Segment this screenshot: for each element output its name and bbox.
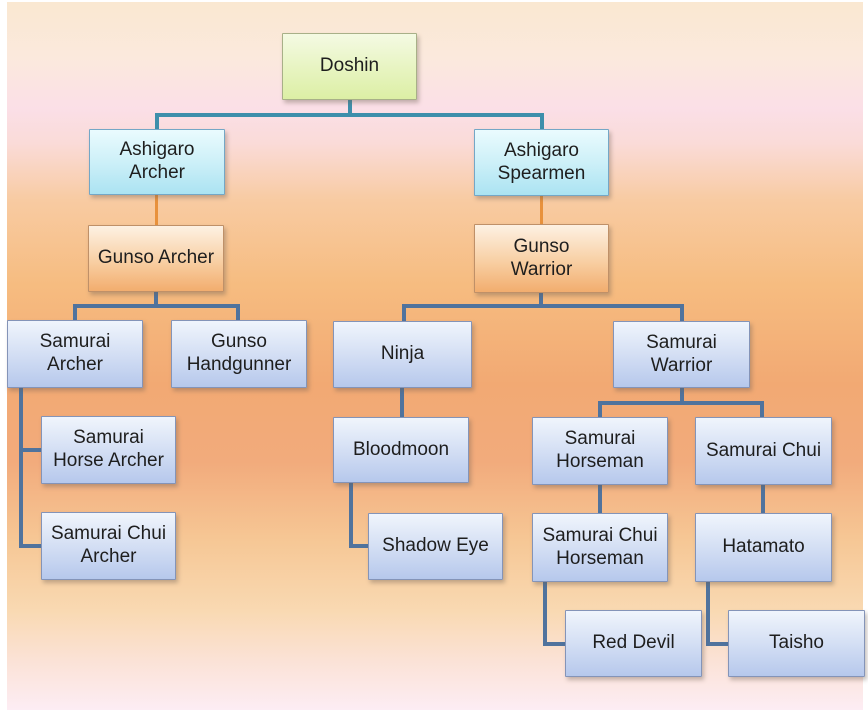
node-gunso-handgunner: Gunso Handgunner: [171, 320, 307, 388]
connector-to-ashigaro-spearmen: [540, 113, 544, 129]
connector-to-ninja: [402, 304, 406, 321]
connector-samurai-warrior-stem: [680, 388, 684, 403]
connector-gunso-warrior-rail: [402, 304, 684, 308]
connector-to-gunso-handgunner: [236, 304, 240, 320]
connector-doshin-rail: [155, 113, 544, 117]
connector-to-samurai-horseman: [598, 401, 602, 417]
connector-hatamato-hang: [706, 582, 710, 646]
connector-to-samurai-warrior: [680, 304, 684, 321]
connector-doshin-stem: [348, 100, 352, 115]
node-samurai-archer: Samurai Archer: [7, 320, 143, 388]
node-shadow-eye: Shadow Eye: [368, 513, 503, 580]
node-samurai-horseman: Samurai Horseman: [532, 417, 668, 485]
node-samurai-chui: Samurai Chui: [695, 417, 832, 485]
connector-to-red-devil: [543, 642, 565, 646]
connector-to-samurai-horse-archer: [19, 448, 41, 452]
connector-chui-hatamato: [761, 485, 765, 513]
node-ninja: Ninja: [333, 321, 472, 388]
node-red-devil: Red Devil: [565, 610, 702, 677]
node-bloodmoon: Bloodmoon: [333, 417, 469, 483]
connector-samurai-warrior-rail: [598, 401, 764, 405]
node-samurai-chui-archer: Samurai Chui Archer: [41, 512, 176, 580]
node-samurai-horse-archer: Samurai Horse Archer: [41, 416, 176, 484]
connector-to-ashigaro-archer: [155, 113, 159, 129]
connector-horseman-chui-horseman: [598, 485, 602, 513]
node-ashigaro-spearmen: Ashigaro Spearmen: [474, 129, 609, 196]
connector-ashigaro-spearmen-gunso-warrior: [540, 196, 543, 224]
connector-to-samurai-chui-archer: [19, 544, 41, 548]
node-samurai-warrior: Samurai Warrior: [613, 321, 750, 388]
connector-gunso-archer-rail: [73, 304, 240, 308]
node-doshin: Doshin: [282, 33, 417, 100]
connector-to-samurai-archer: [73, 304, 77, 320]
connector-to-samurai-chui: [760, 401, 764, 417]
connector-bloodmoon-hang: [349, 483, 353, 548]
connector-samurai-archer-hang: [19, 388, 23, 548]
node-samurai-chui-horseman: Samurai Chui Horseman: [532, 513, 668, 582]
node-ashigaro-archer: Ashigaro Archer: [89, 129, 225, 195]
connector-chui-horseman-hang: [543, 582, 547, 646]
node-hatamato: Hatamato: [695, 513, 832, 582]
node-gunso-archer: Gunso Archer: [88, 225, 224, 292]
connector-ashigaro-archer-gunso-archer: [155, 195, 158, 225]
connector-to-shadow-eye: [349, 544, 368, 548]
connector-ninja-bloodmoon: [400, 388, 404, 417]
connector-gunso-warrior-stem: [539, 293, 543, 306]
node-gunso-warrior: Gunso Warrior: [474, 224, 609, 293]
connector-to-taisho: [706, 642, 728, 646]
node-taisho: Taisho: [728, 610, 865, 677]
connector-gunso-archer-stem: [154, 292, 158, 306]
